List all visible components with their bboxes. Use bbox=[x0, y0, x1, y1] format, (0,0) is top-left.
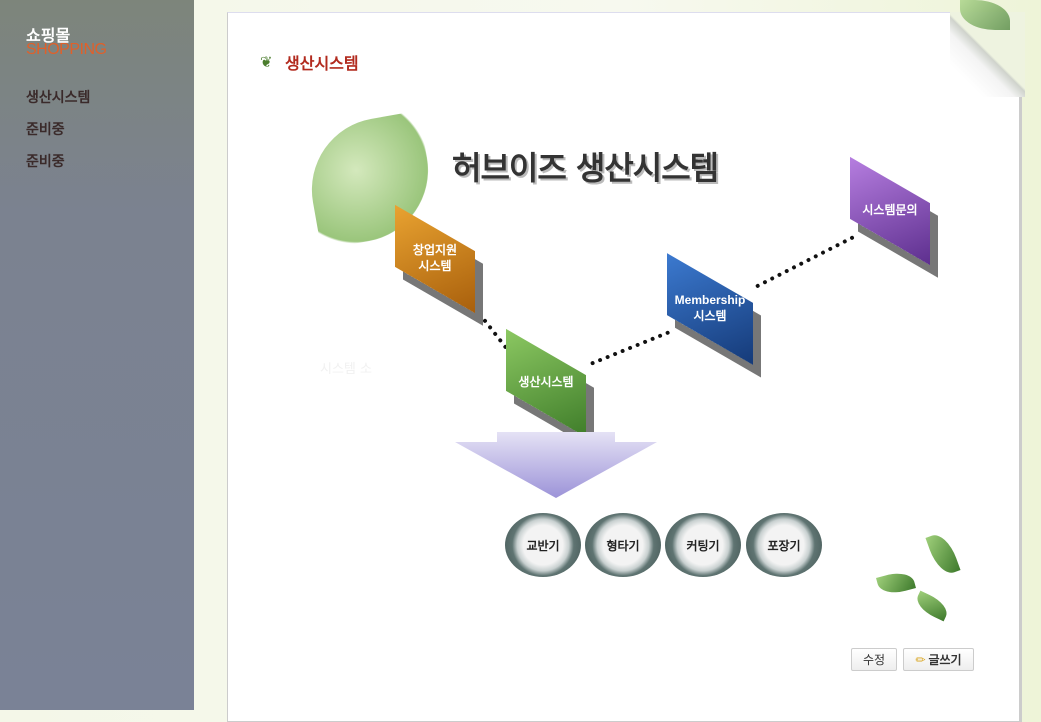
box-label: 시스템 bbox=[693, 309, 727, 323]
box-label: 시스템문의 bbox=[862, 203, 918, 218]
section-title: 생산시스템 bbox=[285, 54, 359, 73]
diagram-title: 허브이즈 생산시스템 bbox=[452, 149, 719, 187]
pencil-icon: ✏ bbox=[915, 652, 926, 667]
faded-text: 시스템 소 bbox=[320, 362, 372, 377]
sidebar-item-production[interactable]: 생산시스템 bbox=[26, 90, 91, 106]
machine-packer[interactable]: 포장기 bbox=[746, 513, 822, 577]
logo-korean: 쇼핑몰 bbox=[26, 26, 71, 45]
sidebar: 쇼핑몰 SHOPPING 생산시스템 준비중 준비중 bbox=[0, 0, 194, 710]
down-arrow-icon bbox=[455, 432, 657, 498]
sidebar-item-preparing-1[interactable]: 준비중 bbox=[26, 122, 65, 138]
write-button[interactable]: ✏글쓰기 bbox=[903, 648, 974, 671]
box-label: 창업지원 bbox=[412, 243, 458, 258]
machine-mixer[interactable]: 교반기 bbox=[505, 513, 581, 577]
box-production-system[interactable]: 생산시스템 bbox=[506, 328, 586, 438]
edit-button[interactable]: 수정 bbox=[851, 648, 897, 671]
box-label: 생산시스템 bbox=[518, 375, 574, 390]
box-system-inquiry[interactable]: 시스템문의 bbox=[850, 156, 930, 266]
machine-molder[interactable]: 형타기 bbox=[585, 513, 661, 577]
box-label: 시스템 bbox=[418, 259, 452, 273]
sidebar-item-preparing-2[interactable]: 준비중 bbox=[26, 154, 65, 170]
write-label: 글쓰기 bbox=[928, 653, 962, 667]
machine-cutter[interactable]: 커팅기 bbox=[665, 513, 741, 577]
box-label: Membership bbox=[674, 293, 746, 308]
leaf-icon: ❦ bbox=[260, 53, 273, 71]
logo-english: SHOPPING bbox=[26, 41, 107, 58]
